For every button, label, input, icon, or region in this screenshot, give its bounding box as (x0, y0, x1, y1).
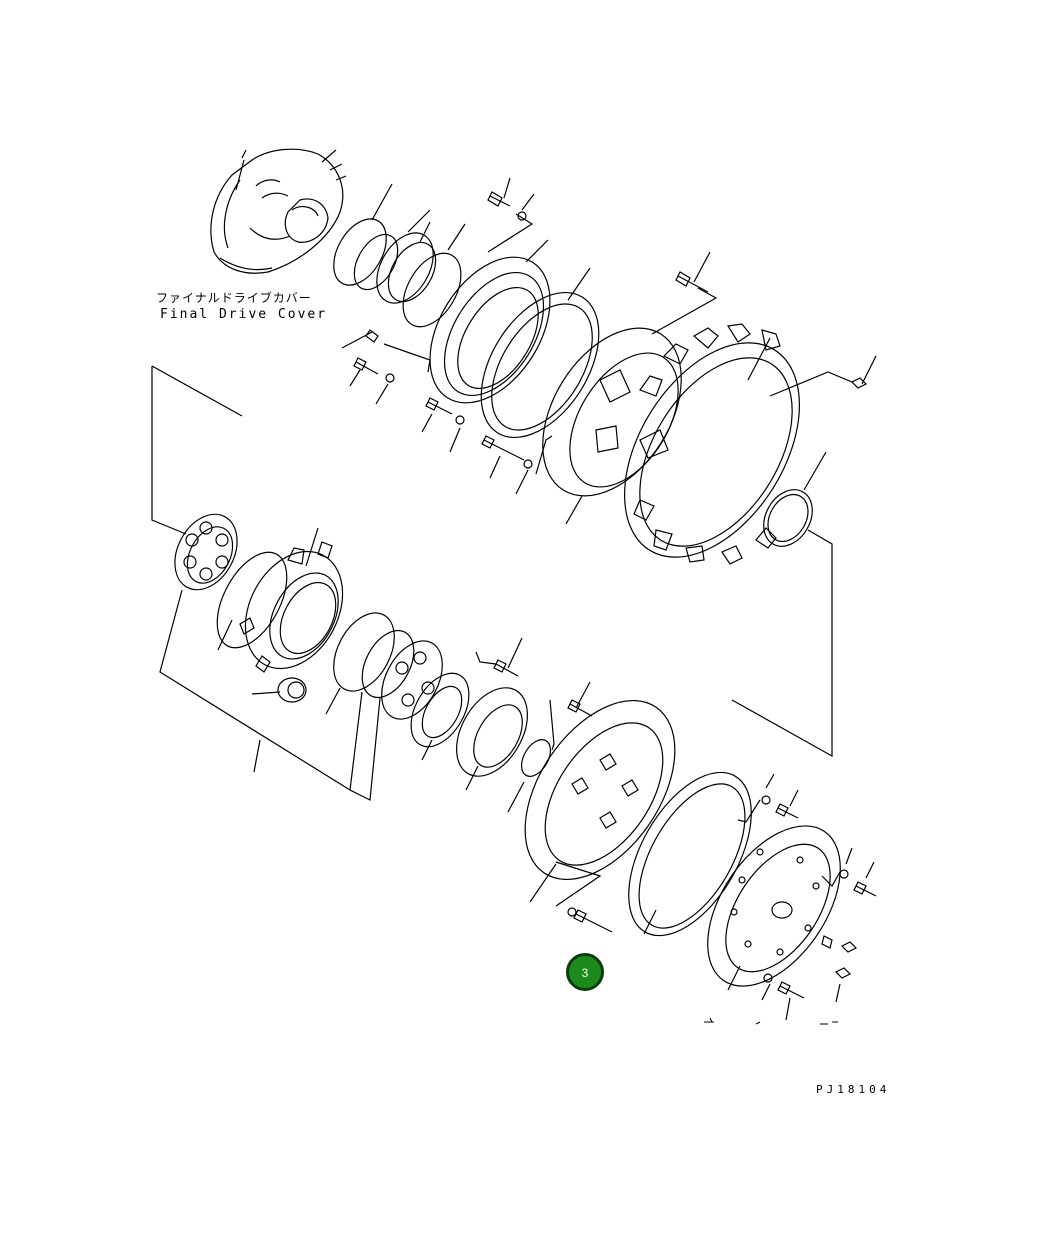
gasket-ring (457, 268, 623, 458)
callout-number: 3 (581, 966, 589, 980)
needle-bearing (252, 678, 306, 702)
ring-gear-large (494, 674, 705, 907)
thrust-washer (399, 663, 481, 760)
o-ring (754, 452, 826, 555)
snap-ring-mid (321, 603, 406, 714)
bolts-middle (476, 638, 592, 750)
hub (514, 303, 710, 524)
end-cover (681, 802, 868, 1009)
spacer-disc (508, 735, 556, 812)
leader-lines-upper (152, 214, 852, 756)
sprocket (588, 312, 835, 588)
bearing-left (162, 504, 249, 601)
bolts-lower (556, 774, 876, 1020)
planet-gear (352, 622, 455, 729)
bolts-upper (342, 178, 876, 494)
leader-lines-left (160, 590, 380, 800)
cover-label-japanese: ファイナルドライブカバー (156, 291, 312, 305)
drawing-reference-code: PJ18104 (816, 1083, 891, 1096)
truncated-labels (704, 1018, 838, 1024)
seal-rings-upper (323, 184, 473, 337)
part-callout-3[interactable]: 3 (566, 953, 604, 991)
final-drive-cover (211, 149, 346, 273)
cover-label-english: Final Drive Cover (160, 307, 328, 322)
gasket-cover (603, 752, 776, 956)
seal-plate (405, 236, 575, 425)
carrier (203, 528, 362, 685)
ring-gear-small (442, 675, 542, 790)
